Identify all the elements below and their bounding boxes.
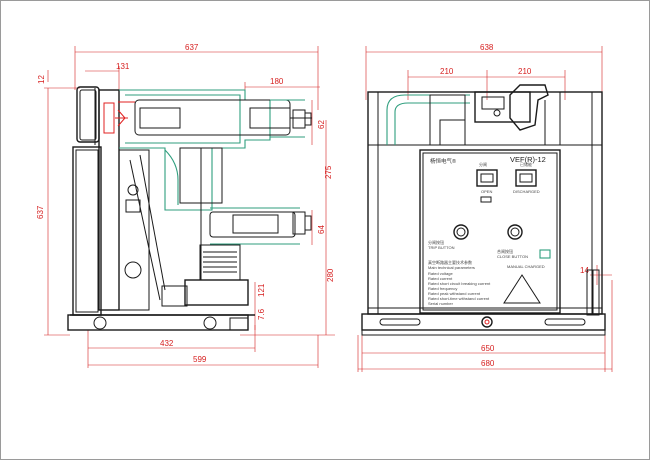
dim-side-contact-length: 180 <box>270 77 284 86</box>
panel-brand: 杨恒电气® <box>430 157 456 165</box>
trip-button[interactable] <box>453 224 469 240</box>
spec-line: Serial number <box>428 301 454 306</box>
spec-line: Rated voltage <box>428 271 453 276</box>
dim-lower-height: 280 <box>326 268 335 282</box>
spec-line: Rated short circuit breaking current <box>428 281 491 286</box>
trip-button-label-en: TRIP BUTTON <box>428 245 455 250</box>
dim-base-length: 432 <box>160 339 174 348</box>
side-view: 637 131 12 180 637 62 275 64 280 121 7.6 <box>36 43 335 368</box>
dim-side-height: 637 <box>36 205 45 219</box>
dim-base-small-2: 7.6 <box>257 308 266 320</box>
dim-side-overall-width: 637 <box>185 43 199 52</box>
charge-label-cn: 已储能 <box>520 161 532 167</box>
manual-label: MANUAL CHARGED <box>507 264 545 269</box>
dim-lower-terminal: 64 <box>317 225 326 234</box>
warning-triangle-icon <box>503 274 541 304</box>
trip-button-label: 分闸按钮 <box>428 239 444 245</box>
open-indicator <box>476 169 498 187</box>
spec-line: Rated peak withstand current <box>428 291 481 296</box>
spec-line: Rated short-time withstand current <box>428 296 490 301</box>
counter <box>480 196 492 203</box>
dim-total-length: 599 <box>193 355 207 364</box>
spec-title-en: Main technical parameters <box>428 265 475 270</box>
dim-phase-left: 210 <box>440 67 454 76</box>
dim-total-width: 680 <box>481 359 495 368</box>
dim-handle-offset: 14 <box>580 266 589 275</box>
close-label-cn: 分闸 <box>479 161 487 167</box>
dim-phase-right: 210 <box>518 67 532 76</box>
dim-side-top-offset: 12 <box>37 75 46 84</box>
charge-label-en: DISCHARGED <box>513 189 540 194</box>
front-view: 638 210 210 650 680 14 <box>357 43 613 372</box>
close-label-en: OPEN <box>481 189 492 194</box>
dim-base-width: 650 <box>481 344 495 353</box>
dim-upper-terminal: 62 <box>317 120 326 129</box>
panel-model: VEF(R)-12 <box>510 155 546 164</box>
spec-line: Rated current <box>428 276 453 281</box>
close-button[interactable] <box>507 224 523 240</box>
close-button-label: 合闸按钮 <box>497 248 513 254</box>
status-icon <box>539 249 551 259</box>
spec-title-cn: 真空断路器主要技术参数 <box>428 259 472 265</box>
spec-line: Rated frequency <box>428 286 457 291</box>
close-button-label-en: CLOSE BUTTON <box>497 254 528 259</box>
dim-mid-spacing: 275 <box>324 165 333 179</box>
dim-base-small-1: 121 <box>257 283 266 297</box>
dim-side-left-offset: 131 <box>116 62 130 71</box>
dim-front-overall-width: 638 <box>480 43 494 52</box>
charge-indicator <box>515 169 537 187</box>
